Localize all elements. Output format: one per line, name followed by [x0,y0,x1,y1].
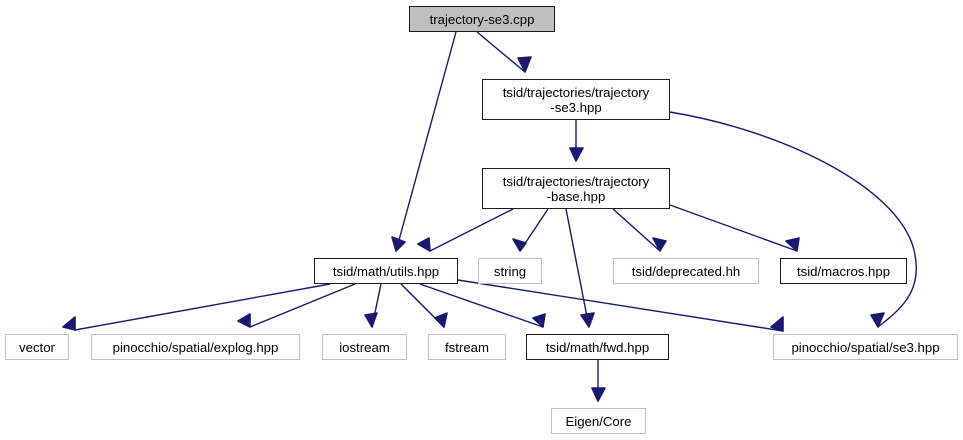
arrowhead-tsid-math-utils-hpp [391,236,406,252]
node-tsid-macros-hpp[interactable]: tsid/macros.hpp [780,258,907,284]
arrowhead-tsid-math-fwd-hpp [580,312,595,328]
edge-tsid-trajectories-trajectory-base-hpp-to-tsid-macros-hpp [669,204,798,252]
node-eigen-core[interactable]: Eigen/Core [551,408,646,434]
arrowhead-pinocchio-spatial-explog-hpp [237,313,251,328]
edge-tsid-math-utils-hpp-to-pinocchio-spatial-explog-hpp [249,283,356,328]
edge-trajectory-se3-cpp-to-tsid-trajectories-trajectory-se3-hpp [476,31,526,73]
node-tsid-trajectories-trajectory-base-hpp[interactable]: tsid/trajectories/trajectory -base.hpp [482,168,670,209]
node-pinocchio-spatial-se3-hpp[interactable]: pinocchio/spatial/se3.hpp [773,334,958,360]
arrowhead-tsid-trajectories-trajectory-base-hpp [569,147,584,162]
node-tsid-math-utils-hpp[interactable]: tsid/math/utils.hpp [314,258,458,284]
arrowhead-tsid-math-utils-hpp [417,237,431,252]
arrowhead-eigen-core [591,387,606,402]
arrowhead-tsid-deprecated-hh [652,237,667,252]
node-trajectory-se3-cpp[interactable]: trajectory-se3.cpp [409,6,555,32]
arrowhead-tsid-trajectories-trajectory-se3-hpp [517,56,532,73]
node-fstream[interactable]: fstream [428,334,506,360]
arrowhead-iostream [364,312,378,328]
arrowhead-fstream [434,312,448,328]
edge-tsid-trajectories-trajectory-se3-hpp-to-pinocchio-spatial-se3-hpp [669,111,917,328]
arrowhead-pinocchio-spatial-se3-hpp [770,316,784,332]
edge-tsid-math-utils-hpp-to-vector [74,283,331,331]
edge-tsid-math-utils-hpp-to-pinocchio-spatial-se3-hpp [457,279,784,332]
arrowhead-tsid-math-fwd-hpp [532,313,546,328]
node-tsid-deprecated-hh[interactable]: tsid/deprecated.hh [613,258,759,284]
arrowhead-string [512,238,527,252]
node-vector[interactable]: vector [5,334,69,360]
node-pinocchio-spatial-explog-hpp[interactable]: pinocchio/spatial/explog.hpp [91,334,300,360]
arrowhead-vector [62,316,76,331]
edge-tsid-trajectories-trajectory-base-hpp-to-tsid-deprecated-hh [612,208,661,252]
edge-tsid-math-utils-hpp-to-tsid-math-fwd-hpp [419,283,544,328]
arrowhead-pinocchio-spatial-se3-hpp [870,312,885,328]
edge-trajectory-se3-cpp-to-tsid-math-utils-hpp [395,31,457,252]
node-tsid-trajectories-trajectory-se3-hpp[interactable]: tsid/trajectories/trajectory -se3.hpp [482,79,670,120]
node-tsid-math-fwd-hpp[interactable]: tsid/math/fwd.hpp [526,334,669,360]
node-string[interactable]: string [478,258,542,284]
node-iostream[interactable]: iostream [322,334,407,360]
edge-tsid-trajectories-trajectory-base-hpp-to-tsid-math-utils-hpp [429,208,514,252]
edge-tsid-trajectories-trajectory-base-hpp-to-tsid-math-fwd-hpp [565,208,590,328]
arrowhead-tsid-macros-hpp [785,237,800,252]
